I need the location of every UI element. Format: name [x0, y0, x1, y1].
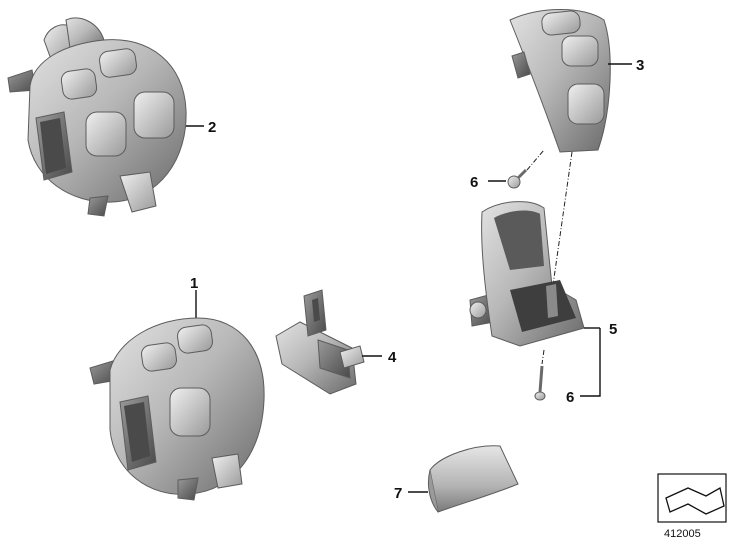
callout-2: 2	[208, 119, 216, 136]
assembly-line-screw-upper	[526, 149, 545, 171]
callout-6-upper: 6	[470, 174, 478, 191]
part-6-screw-upper	[507, 168, 528, 189]
reference-number: 412005	[664, 528, 701, 540]
part-3-switch-cover	[509, 9, 611, 153]
callout-3: 3	[636, 57, 644, 74]
callout-6-lower: 6	[566, 389, 574, 406]
callout-4: 4	[388, 349, 397, 366]
part-1-switch-unit	[89, 317, 265, 501]
part-5-switch-housing	[469, 201, 585, 347]
leader-5-bracket	[580, 328, 601, 397]
reference-box: 412005	[657, 473, 727, 540]
callout-7: 7	[394, 485, 402, 502]
callout-5: 5	[609, 321, 617, 338]
part-6-screw-lower	[534, 365, 546, 401]
part-7-sleeve	[427, 445, 519, 513]
orientation-arrow-icon	[665, 486, 725, 515]
part-4-switch-mechanism	[275, 289, 365, 395]
assembly-line-screw-lower	[541, 349, 545, 365]
callout-1: 1	[190, 275, 198, 292]
part-2-switch-unit	[7, 17, 187, 217]
